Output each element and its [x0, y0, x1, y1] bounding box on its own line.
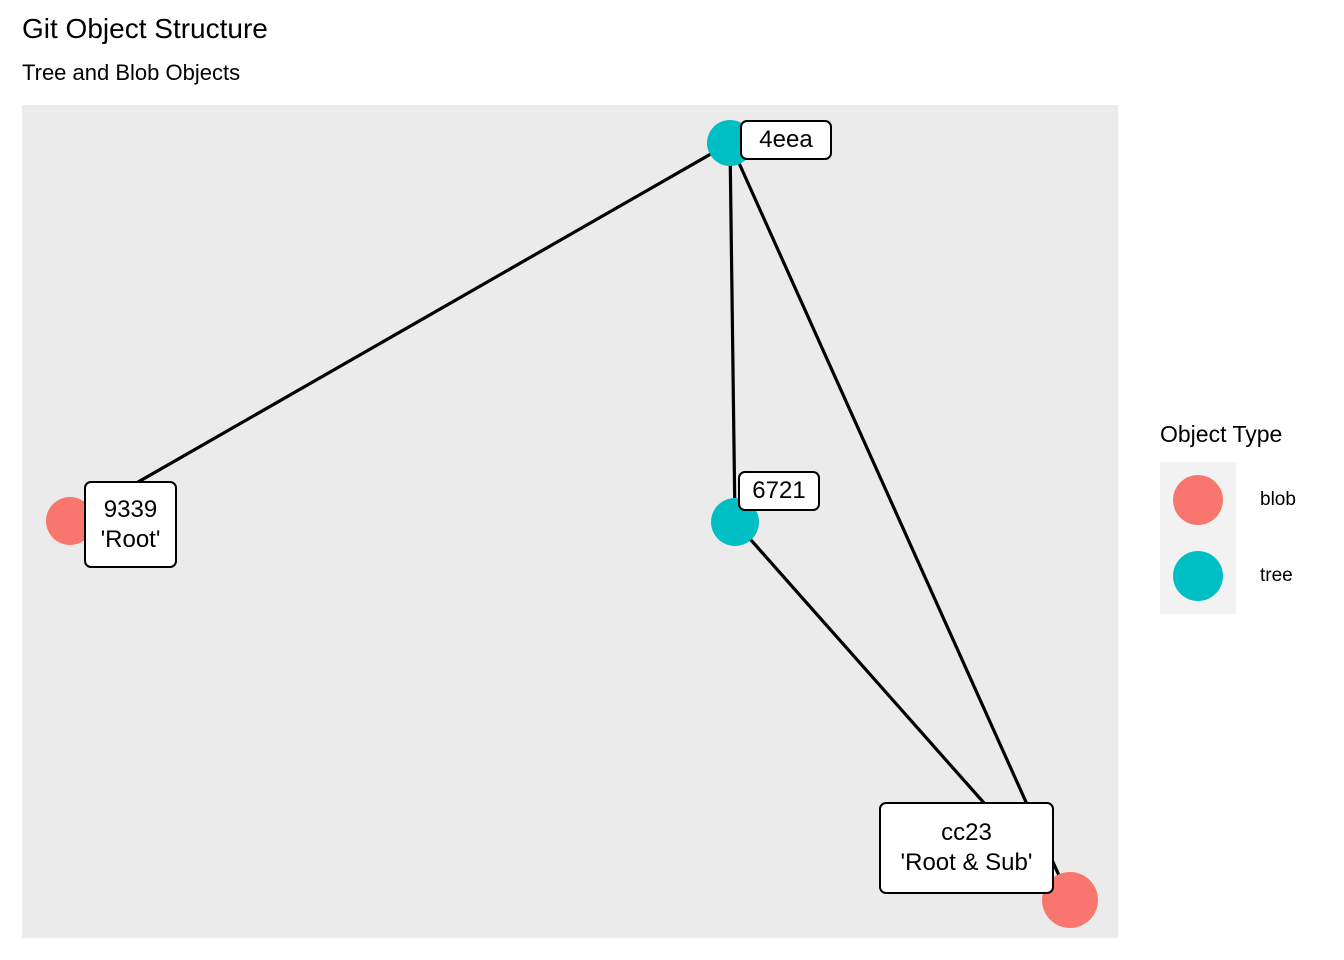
- graph-node-cc23[interactable]: [1042, 872, 1098, 928]
- legend-item-blob[interactable]: blob: [1160, 462, 1340, 538]
- page-subtitle: Tree and Blob Objects: [22, 60, 241, 85]
- legend-key: [1160, 538, 1236, 614]
- legend-dot-blob: [1173, 475, 1223, 525]
- node-label-content: 'Root': [100, 525, 161, 553]
- legend-key: [1160, 462, 1236, 538]
- edge-layer: [72, 152, 1070, 898]
- legend-items: blob tree: [1160, 462, 1340, 614]
- legend-label: tree: [1260, 565, 1293, 586]
- plot-panel: [22, 105, 1118, 938]
- legend-dot-tree: [1173, 551, 1223, 601]
- graph-node-9339[interactable]: [46, 497, 94, 545]
- page-title: Git Object Structure: [22, 13, 268, 44]
- legend: Object Type blob tree: [1160, 420, 1340, 614]
- node-layer: [46, 120, 1098, 928]
- node-label-id: 9339: [103, 495, 158, 523]
- node-label-cc23[interactable]: cc23 'Root & Sub': [879, 802, 1054, 894]
- node-label-6721[interactable]: 6721: [738, 471, 820, 511]
- graph-edge: [726, 163, 743, 520]
- legend-item-tree[interactable]: tree: [1160, 538, 1340, 614]
- node-label-id: 4eea: [759, 126, 813, 153]
- node-label-4eea[interactable]: 4eea: [740, 120, 832, 160]
- node-label-content: 'Root & Sub': [900, 849, 1033, 876]
- node-label-id: 6721: [752, 477, 806, 504]
- node-label-9339[interactable]: 9339'Root': [84, 481, 177, 568]
- node-label-id: cc23: [941, 819, 992, 846]
- legend-label: blob: [1260, 489, 1296, 510]
- legend-title: Object Type: [1160, 421, 1283, 447]
- graph-edge: [72, 152, 713, 521]
- graph-edge: [737, 161, 1070, 897]
